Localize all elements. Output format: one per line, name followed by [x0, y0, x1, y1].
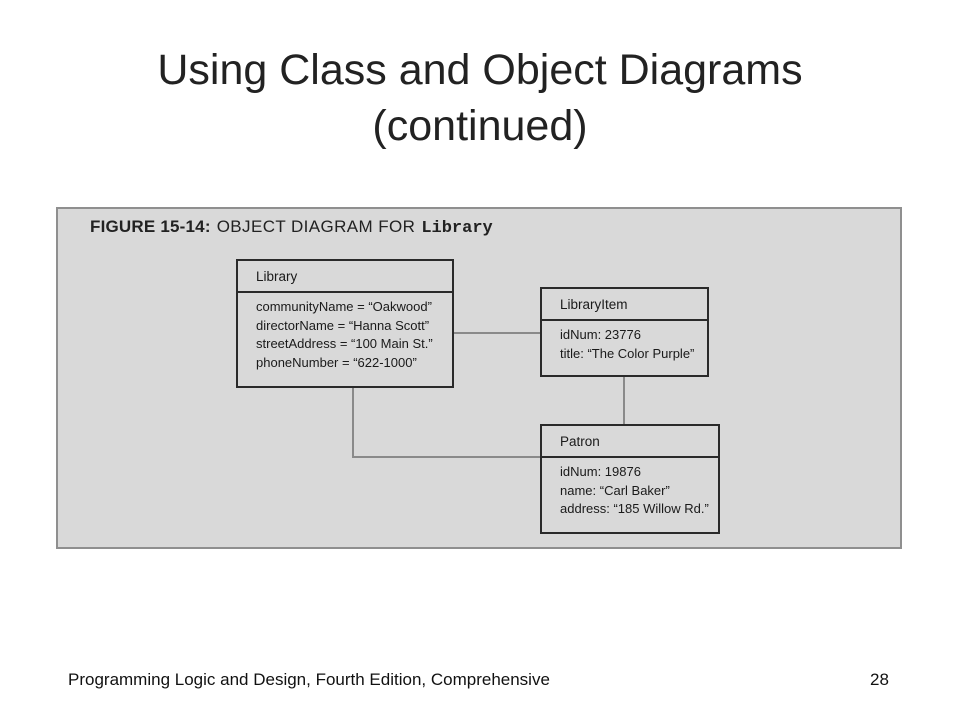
object-patron: Patron idNum: 19876 name: “Carl Baker” a… — [540, 424, 720, 534]
figure-caption: FIGURE 15-14: OBJECT DIAGRAM FOR Library — [90, 217, 493, 238]
attribute: idNum: 19876 — [560, 464, 641, 479]
title-line-1: Using Class and Object Diagrams — [157, 46, 803, 94]
object-name: Patron — [542, 426, 718, 458]
page-number: 28 — [870, 670, 889, 689]
attribute: name: “Carl Baker” — [560, 482, 670, 498]
object-library: Library communityName = “Oakwood” direct… — [236, 259, 454, 388]
title-line-2: (continued) — [372, 102, 588, 150]
attribute: address: “185 Willow Rd.” — [560, 501, 709, 516]
attribute: directorName = “Hanna Scott” — [256, 317, 430, 333]
object-attributes: idNum: 19876 name: “Carl Baker” address:… — [542, 458, 718, 519]
figure-panel — [56, 207, 902, 549]
attribute: communityName = “Oakwood” — [256, 299, 432, 314]
attribute: title: “The Color Purple” — [560, 345, 695, 361]
attribute: phoneNumber = “622-1000” — [256, 354, 417, 370]
slide-title: Using Class and Object Diagrams (continu… — [0, 42, 960, 154]
figure-code-label: Library — [421, 219, 493, 238]
figure-number: FIGURE 15-14: — [90, 217, 211, 236]
footer-book-title: Programming Logic and Design, Fourth Edi… — [68, 670, 550, 689]
object-name: Library — [238, 261, 452, 293]
attribute: idNum: 23776 — [560, 327, 641, 342]
object-attributes: idNum: 23776 title: “The Color Purple” — [542, 321, 707, 363]
figure-title: OBJECT DIAGRAM FOR — [216, 217, 416, 236]
attribute: streetAddress = “100 Main St.” — [256, 336, 433, 351]
object-attributes: communityName = “Oakwood” directorName =… — [238, 293, 452, 372]
link-library-patron — [352, 388, 540, 458]
object-libraryitem: LibraryItem idNum: 23776 title: “The Col… — [540, 287, 709, 377]
object-name: LibraryItem — [542, 289, 707, 321]
